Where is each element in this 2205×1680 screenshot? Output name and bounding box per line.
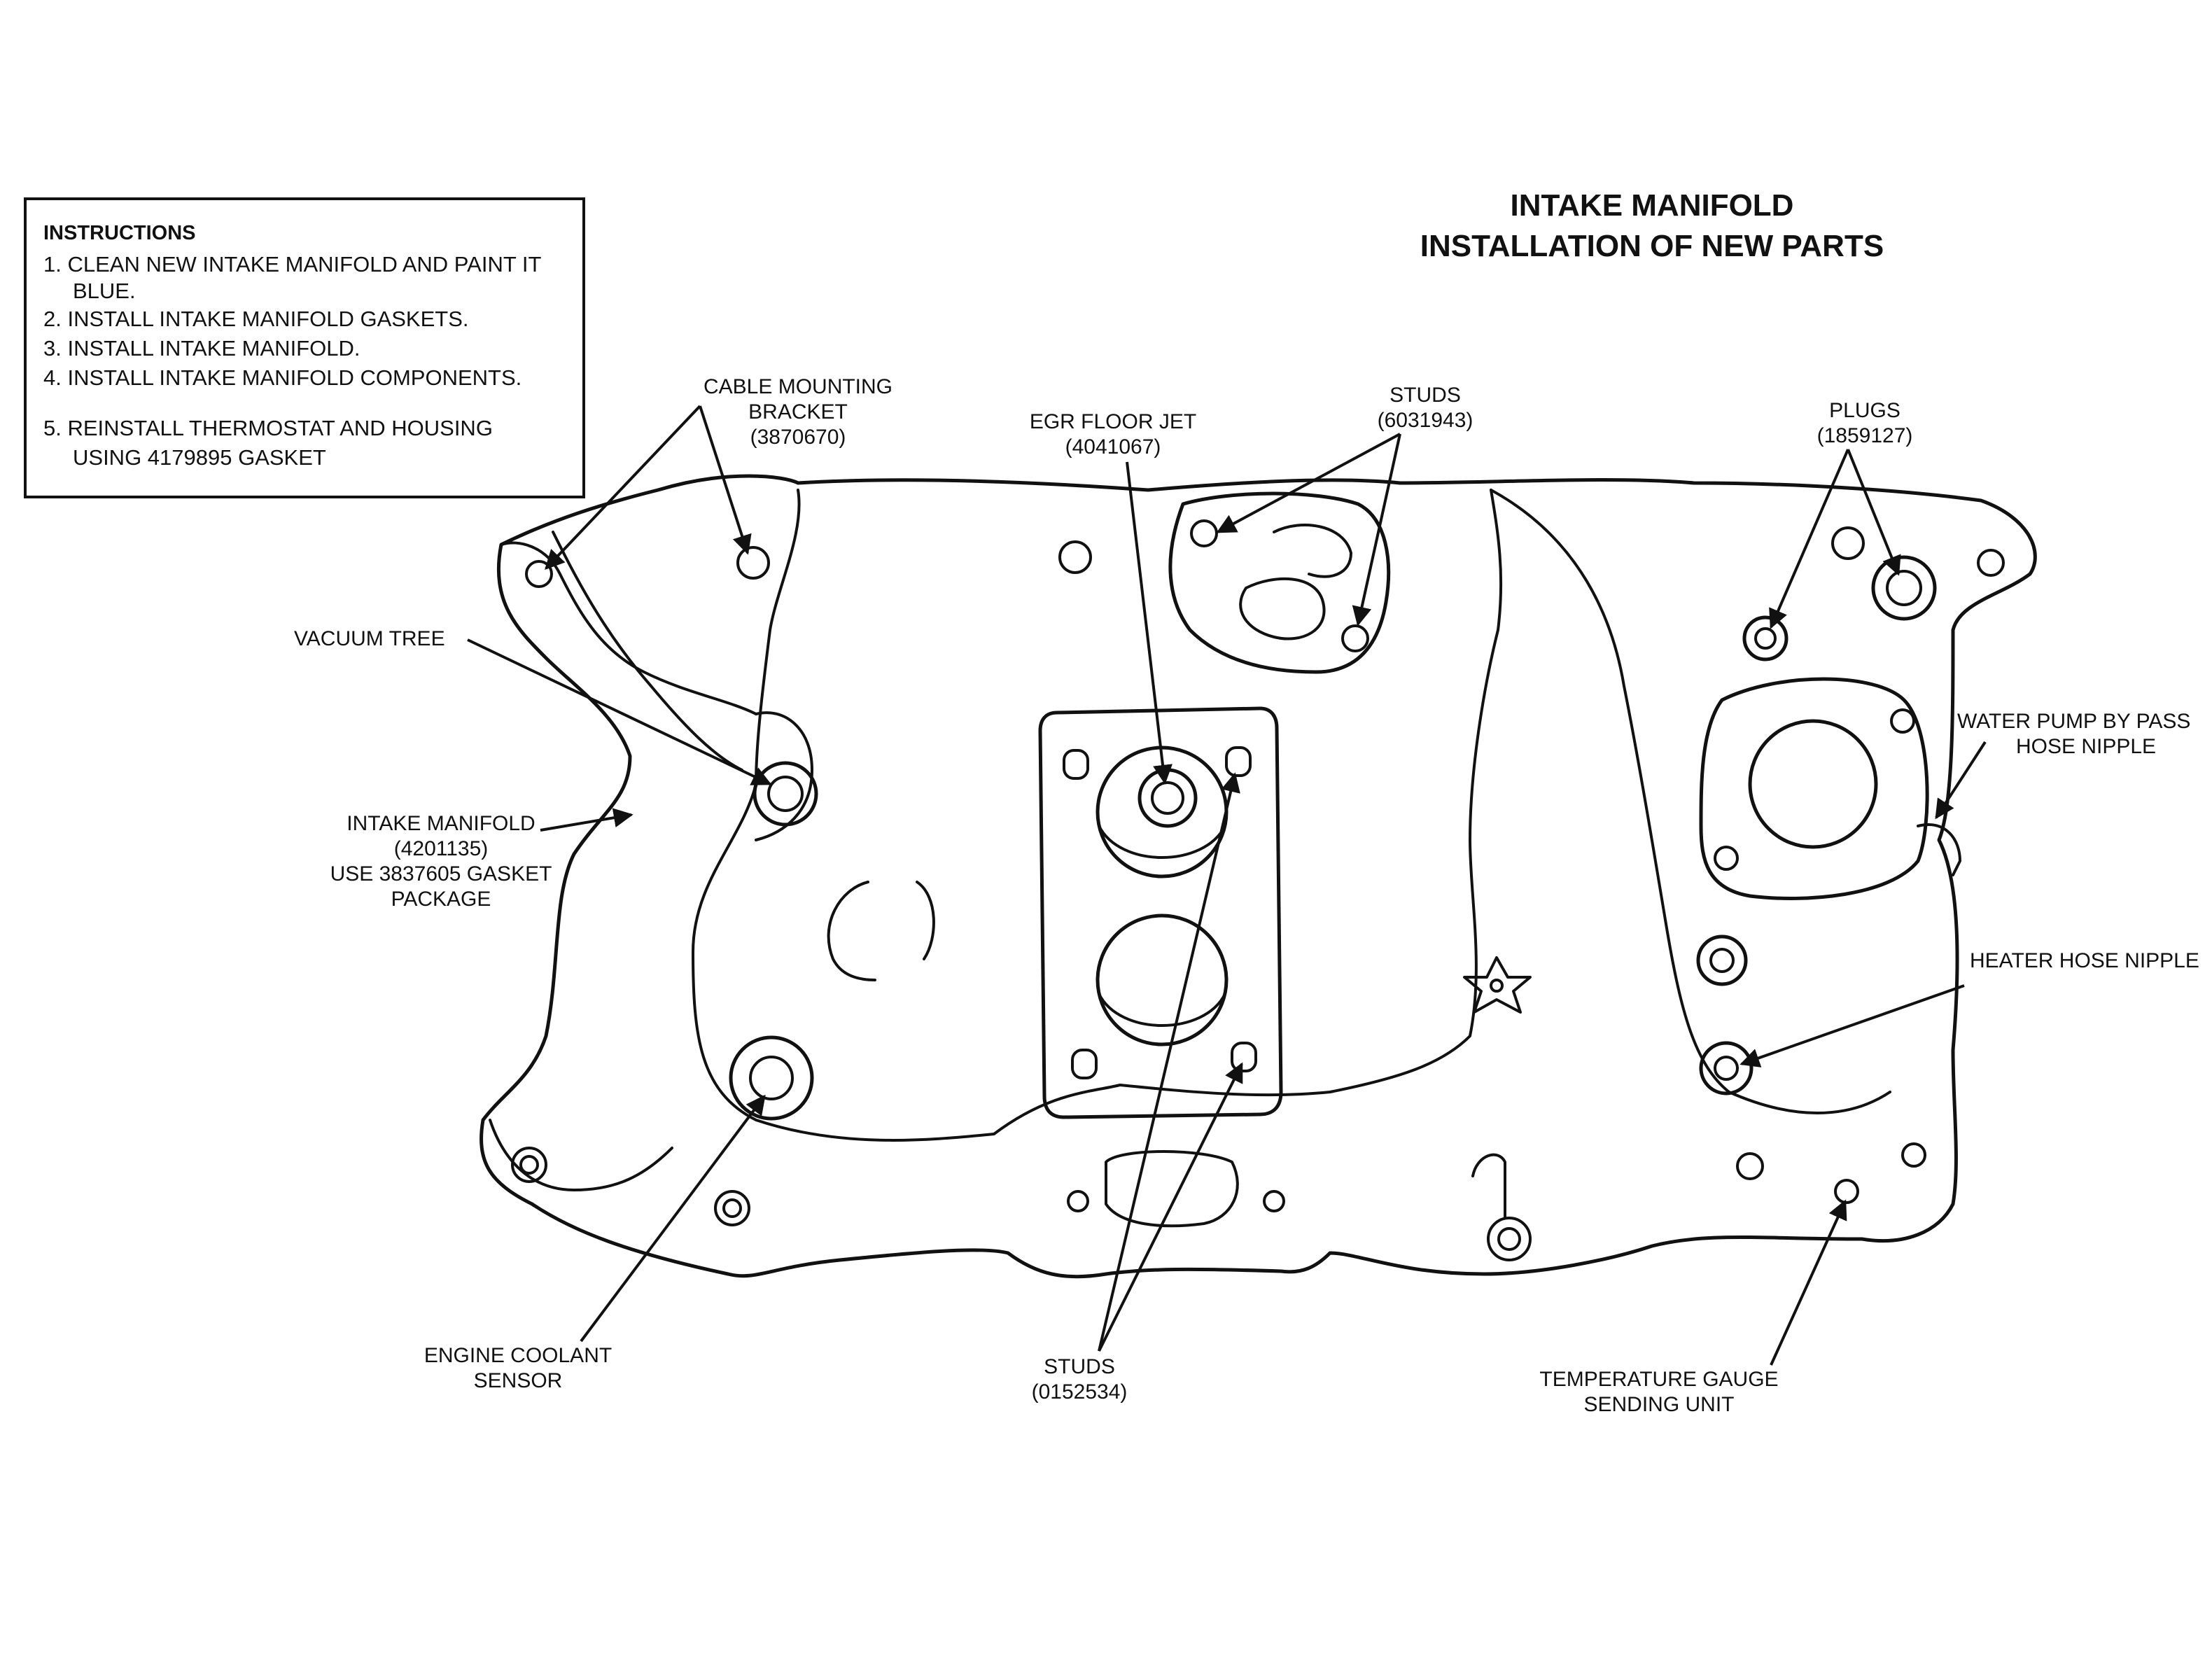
leader-plugs-left [1769,449,1849,629]
svg-text:(4201135): (4201135) [394,837,489,860]
svg-text:TEMPERATURE GAUGE: TEMPERATURE GAUGE [1539,1368,1778,1391]
callout-egr-floor-jet: EGR FLOOR JET (4041067) [1030,410,1196,458]
callout-heater-hose-nipple: HEATER HOSE NIPPLE [1970,949,2199,972]
callout-water-pump-bypass: WATER PUMP BY PASS HOSE NIPPLE [1957,710,2190,758]
leader-coolant-sensor [580,1094,766,1343]
callout-vacuum-tree: VACUUM TREE [294,627,445,650]
callout-intake-manifold: INTAKE MANIFOLD (4201135) USE 3837605 GA… [330,812,552,911]
leader-egr-jet [1126,461,1172,785]
leader-studs-top-left [1216,433,1401,533]
leader-studs-bottom-left [1098,772,1240,1352]
svg-text:ENGINE COOLANT: ENGINE COOLANT [424,1344,612,1367]
diagram-title: INTAKE MANIFOLD INSTALLATION OF NEW PART… [1420,188,1884,263]
leader-temp-gauge [1770,1199,1847,1366]
leader-cable-bracket-left [545,405,701,570]
leader-studs-top-right [1352,433,1401,626]
svg-text:EGR FLOOR JET: EGR FLOOR JET [1030,410,1196,433]
title-line-2: INSTALLATION OF NEW PARTS [1420,229,1884,263]
svg-text:HOSE NIPPLE: HOSE NIPPLE [2016,735,2156,758]
leader-plugs-right [1847,449,1901,576]
leader-studs-bottom-right [1098,1062,1243,1352]
svg-text:(3870670): (3870670) [750,426,846,449]
instruction-step: 3. INSTALL INTAKE MANIFOLD. [43,336,360,360]
svg-text:(4041067): (4041067) [1065,435,1161,458]
leader-intake-manifold [540,808,634,832]
instructions-box: INSTRUCTIONS 1. CLEAN NEW INTAKE MANIFOL… [24,197,585,498]
svg-text:BRACKET: BRACKET [748,400,848,424]
svg-text:INTAKE MANIFOLD: INTAKE MANIFOLD [346,812,535,835]
pentastar-logo [1463,956,1532,1014]
svg-text:STUDS: STUDS [1390,384,1461,407]
svg-text:WATER PUMP BY PASS: WATER PUMP BY PASS [1957,710,2190,733]
svg-text:PLUGS: PLUGS [1829,399,1900,422]
callout-plugs: PLUGS (1859127) [1817,399,1913,447]
instruction-step: 5. REINSTALL THERMOSTAT AND HOUSING [43,416,493,440]
instruction-step: 4. INSTALL INTAKE MANIFOLD COMPONENTS. [43,365,522,390]
callout-temperature-gauge: TEMPERATURE GAUGE SENDING UNIT [1539,1368,1778,1416]
leader-heater-hose [1740,984,1965,1068]
svg-text:CABLE MOUNTING: CABLE MOUNTING [704,375,892,398]
leader-water-pump [1935,741,1987,820]
instruction-step: 1. CLEAN NEW INTAKE MANIFOLD AND PAINT I… [43,252,541,276]
manifold-illustration [479,474,2037,1279]
svg-text:PACKAGE: PACKAGE [391,888,491,911]
instruction-step: USING 4179895 GASKET [73,445,326,470]
callout-engine-coolant-sensor: ENGINE COOLANT SENSOR [424,1344,612,1392]
instructions-heading: INSTRUCTIONS [43,222,196,244]
leader-cable-bracket-right [699,405,752,555]
svg-text:SENSOR: SENSOR [474,1369,563,1392]
svg-text:(1859127): (1859127) [1817,424,1913,447]
leader-lines [467,405,1987,1366]
svg-text:STUDS: STUDS [1044,1355,1115,1378]
svg-text:HEATER HOSE NIPPLE: HEATER HOSE NIPPLE [1970,949,2199,972]
leader-vacuum-tree [467,638,772,785]
callout-studs-top: STUDS (6031943) [1378,384,1474,432]
svg-text:(0152534): (0152534) [1032,1380,1128,1404]
callout-cable-mounting-bracket: CABLE MOUNTING BRACKET (3870670) [704,375,892,449]
svg-text:SENDING UNIT: SENDING UNIT [1583,1393,1734,1416]
title-line-1: INTAKE MANIFOLD [1511,188,1794,223]
svg-text:USE 3837605 GASKET: USE 3837605 GASKET [330,862,552,886]
callout-studs-bottom: STUDS (0152534) [1032,1355,1128,1404]
instruction-step: BLUE. [73,279,136,303]
svg-text:(6031943): (6031943) [1378,409,1474,432]
svg-text:VACUUM TREE: VACUUM TREE [294,627,445,650]
instruction-step: 2. INSTALL INTAKE MANIFOLD GASKETS. [43,307,469,331]
